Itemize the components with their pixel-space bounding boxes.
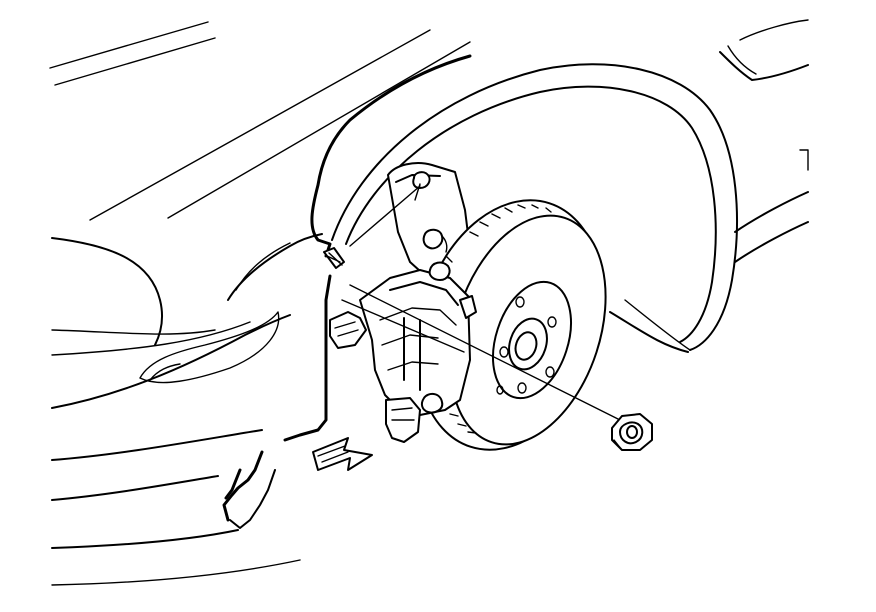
- leader-lines: [341, 185, 621, 421]
- wheel-hub: [492, 280, 572, 400]
- removal-direction-arrow: [312, 437, 373, 471]
- fender-liner: [222, 54, 472, 529]
- hub-nut: [611, 413, 653, 451]
- wheel-arch: [331, 63, 738, 353]
- car-body: [49, 19, 809, 586]
- brake-caliper: [359, 261, 477, 443]
